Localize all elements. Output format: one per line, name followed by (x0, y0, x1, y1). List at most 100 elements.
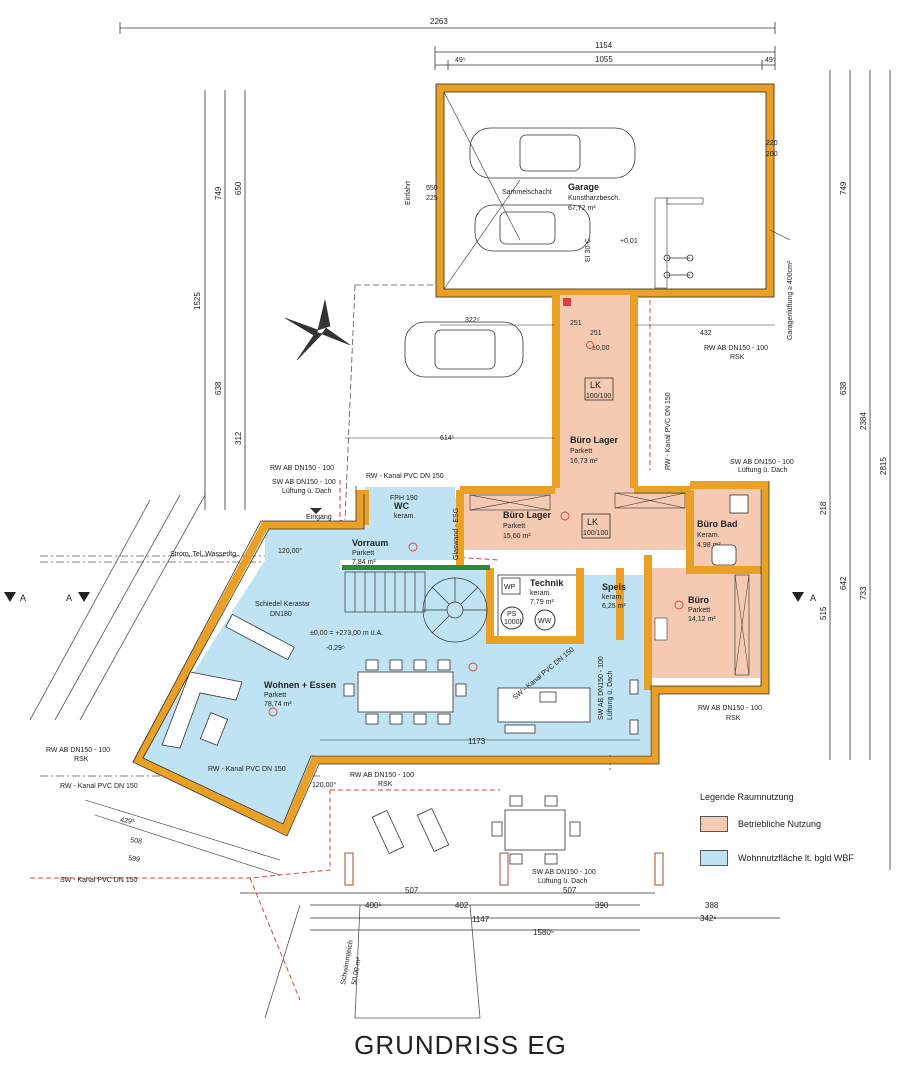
rw-top-right: RW AB DN150 - 100 (704, 345, 768, 352)
page-title: GRUNDRISS EG (354, 1030, 567, 1060)
rw-kanal-top: RW - Kanal PVC DN 150 (366, 473, 444, 480)
furniture (161, 613, 639, 865)
buero-name: Büro (688, 595, 709, 605)
level-terrace: -0,29⁵ (326, 645, 345, 652)
dim-251a: 251 (570, 320, 582, 327)
dim-508: 508 (130, 837, 143, 846)
legend-swatch-living (700, 850, 728, 866)
dim-bottom-390: 390 (595, 901, 609, 910)
schiedel-label: Schiedel Kerastar (255, 601, 311, 608)
legend-item: Wohnnutzfläche lt. bgld WBF (700, 850, 900, 866)
dim-bottom-507a: 507 (405, 886, 419, 895)
section-a-left1: A (20, 593, 26, 603)
rsk-bottom: RSK (378, 781, 393, 788)
rw-top-label: RW AB DN150 - 100 (270, 465, 334, 472)
vorraum-name: Vorraum (352, 538, 388, 548)
dim-left-312: 312 (234, 431, 243, 445)
sw-ab-vert: SW AB DN150 - 100 (598, 656, 605, 720)
dim-bottom-402: 402 (455, 901, 469, 910)
dim-bottom-342: 342⁵ (700, 914, 717, 923)
garage-vent-label: Garagenlüftung ≥ 400cm² (787, 260, 794, 340)
dim-322: 322⁵ (465, 317, 480, 324)
buero-lager-1-name: Büro Lager (570, 435, 619, 445)
garage-level: +0,01 (620, 238, 638, 245)
garage-floor: Kunstharzbesch. (568, 195, 620, 202)
corridor-level: ±0,00 (592, 345, 610, 352)
fph-label: FPH 190 (390, 495, 418, 502)
legend-swatch-business (700, 816, 728, 832)
wohnen-floor: Parkett (264, 692, 286, 699)
rw-ab-right2: RW AB DN150 - 100 (698, 705, 762, 712)
terrace-posts (344, 852, 664, 886)
buero-lager-2-name: Büro Lager (503, 510, 552, 520)
rsk-right: RSK (730, 354, 745, 361)
garage-door-rating: EI 30-C (585, 238, 592, 262)
rsk-right2: RSK (726, 715, 741, 722)
dim-bottom-1580: 1580⁵ (533, 928, 554, 937)
buero-lager-1-floor: Parkett (570, 448, 592, 455)
einfahrt-label: Einfahrt (405, 181, 412, 205)
rw-kanal-left: RW - Kanal PVC DN 150 (60, 783, 138, 790)
speis-floor: keram. (602, 594, 623, 601)
dim-top-1154: 1154 (595, 41, 613, 50)
stair-wall (342, 565, 490, 570)
wc-name: WC (394, 501, 409, 511)
walls-corridor (552, 293, 638, 490)
legend-label: Wohnnutzfläche lt. bgld WBF (738, 853, 854, 863)
level-main: ±0,00 = +273,00 m ü.A. (310, 630, 383, 637)
room-wc (365, 487, 455, 527)
top-dimensions (119, 22, 776, 70)
dim-bottom-400: 400⁵ (365, 901, 382, 910)
vorraum-floor: Parkett (352, 550, 374, 557)
rw-kanal-mid: RW - Kanal PVC DN 150 (208, 766, 286, 773)
dim-right-2384: 2384 (859, 412, 868, 430)
wc-floor: keram. (394, 513, 415, 520)
lk1-label: LK (590, 380, 601, 390)
dim-bottom-1147: 1147 (472, 915, 490, 924)
technik-name: Technik (530, 578, 564, 588)
dim-top-total: 2263 (430, 17, 448, 26)
dim-left-650: 650 (234, 181, 243, 195)
buero-bad-floor: Keram. (697, 532, 720, 539)
eingang-label: Eingang (306, 514, 332, 521)
speis-area: 6,25 m² (602, 603, 626, 610)
sw-kanal-left: SW - Kanal PVC DN 150 (60, 877, 138, 884)
lueftung-bottom: Lüftung ü. Dach (538, 878, 588, 885)
vorraum-area: 7,84 m² (352, 559, 376, 566)
dim-right-2815: 2815 (879, 457, 888, 475)
dim-550: 550 (426, 185, 438, 192)
angle-120b: 120,00° (312, 781, 336, 789)
strom-label: Strom, Tel, Wasserltg. (170, 551, 238, 558)
lueftung-right: Lüftung ü. Dach (738, 467, 788, 474)
toilet-icon (729, 494, 749, 514)
schiedel-dn: DN180 (270, 611, 292, 618)
wohnen-area: 78,74 m² (264, 701, 292, 708)
rw-ab-left: RW AB DN150 - 100 (46, 747, 110, 754)
dim-top-495b: 49⁵ (765, 57, 776, 64)
buero-bad-area: 4,98 m² (697, 542, 721, 549)
dim-right-638: 638 (839, 381, 848, 395)
section-markers (4, 592, 804, 602)
room-speis (580, 575, 620, 637)
technik-floor: keram. (530, 590, 551, 597)
sw-ab-left: SW AB DN150 - 100 (272, 479, 336, 486)
car-icon (404, 127, 636, 378)
sink-icon (711, 544, 737, 566)
terrain-lines (29, 284, 780, 1019)
dim-225: 225 (426, 195, 438, 202)
lk1-size: 100/100 (586, 393, 611, 400)
wp-label: WP (504, 584, 516, 591)
light-markers (268, 341, 684, 717)
glaswand-label: Glaswand - ESG (453, 508, 460, 560)
section-a-right: A (810, 593, 816, 603)
lueftung-vert: Lüftung ü. Dach (607, 670, 614, 720)
lk2-size: 100/100 (583, 530, 608, 537)
bicycle-icon (663, 254, 694, 279)
dim-right-515: 515 (819, 606, 828, 620)
dim-614: 614⁵ (440, 435, 455, 442)
dim-top-1055: 1055 (595, 55, 613, 64)
garage-wall (435, 83, 775, 298)
left-dimensions (204, 90, 246, 510)
schwimmteich-area: 50,00 m² (351, 956, 363, 985)
dim-200: 200 (766, 151, 778, 158)
